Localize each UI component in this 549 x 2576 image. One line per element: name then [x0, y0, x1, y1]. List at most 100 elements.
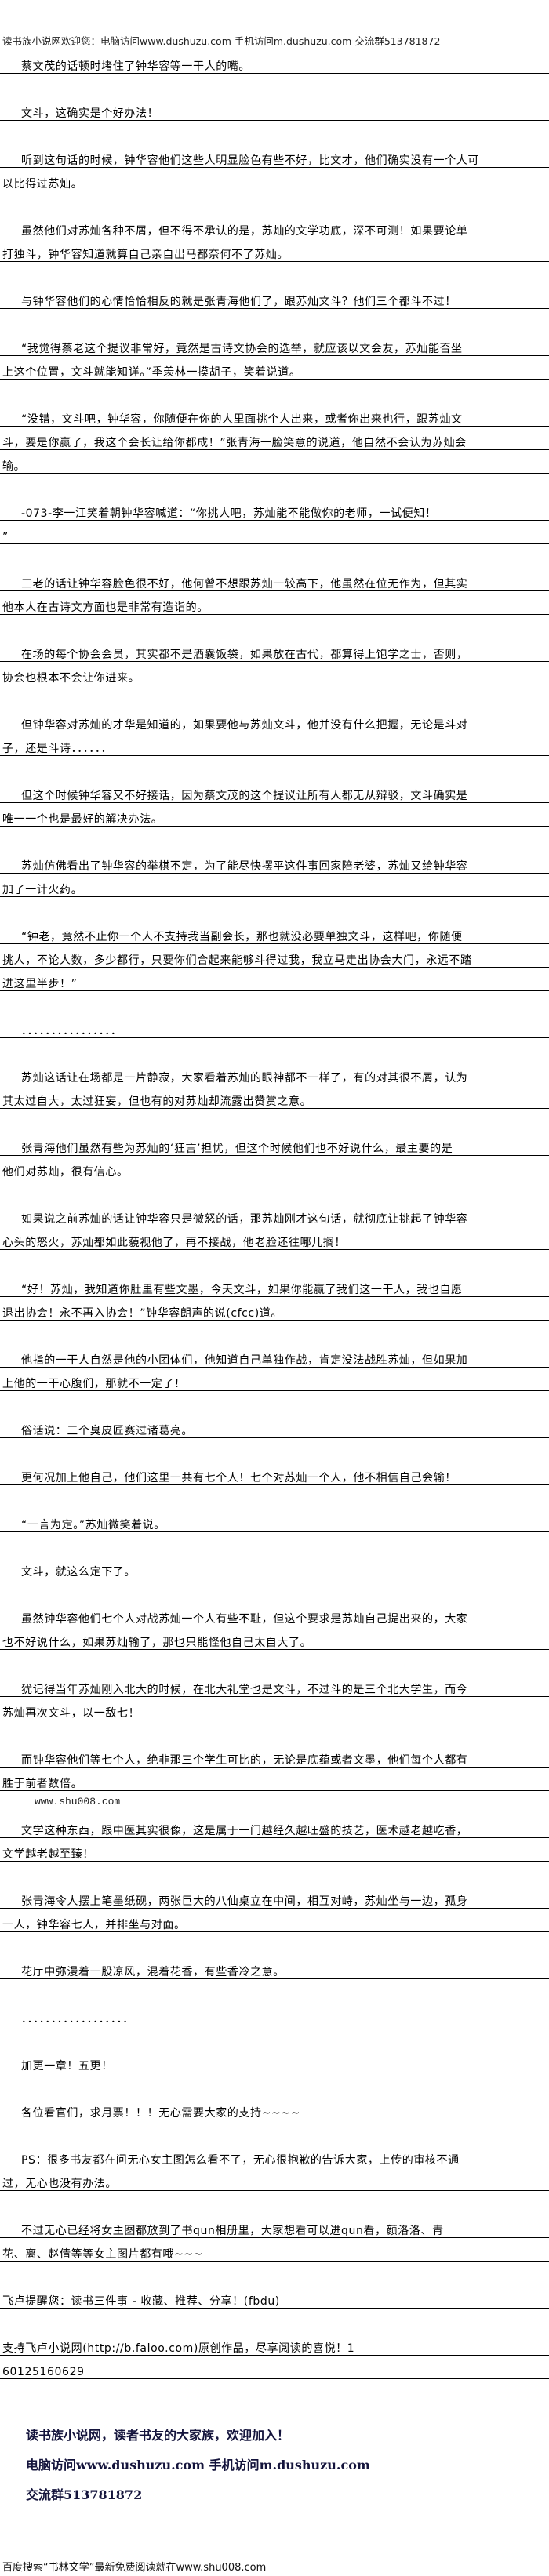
paragraph: 但这个时候钟华容又不好接话，因为蔡文茂的这个提议让所有人都无从辩驳，文斗确实是唯… [0, 779, 549, 827]
line-text: 犹记得当年苏灿刚入北大的时候，在北大礼堂也是文斗，不过斗的是三个北大学生，而今 [21, 1684, 468, 1696]
paragraph: “我觉得蔡老这个提议非常好，竟然是古诗文协会的选举，就应该以文会友，苏灿能否坐上… [0, 332, 549, 380]
line-text: 心头的怒火，苏灿都如此藐视他了，再不接战，他老脸还往哪儿搁！ [2, 1237, 346, 1249]
text-line: 苏灿这话让在场都是一片静寂，大家看着苏灿的眼神都不一样了，有的对其很不屑，认为 [0, 1062, 549, 1085]
line-text: 如果说之前苏灿的话让钟华容只是微怒的话，那苏灿刚才这句话，就彻底让挑起了钟华容 [21, 1213, 468, 1226]
text-line: 以比得过苏灿。 [0, 168, 549, 191]
text-line: 斗，要是你赢了，我这个会长让给你都成！”张青海一脸笑意的说道，他自然不会认为苏灿… [0, 427, 549, 450]
paragraph: ．．．．．．．．．．．．．．．． [0, 1015, 549, 1038]
line-text: -073-李一江笑着朝钟华容喊道：“你挑人吧，苏灿能不能做你的老师，一试便知！ [21, 507, 437, 520]
line-text: 支持飞卢小说网(http://b.faloo.com)原创作品，尽享阅读的喜悦！… [2, 2342, 355, 2355]
paragraph: 在场的每个协会会员，其实都不是酒囊饭袋，如果放在古代，都算得上饱学之士，否则，协… [0, 638, 549, 685]
line-text: 加更一章！五更！ [21, 2060, 113, 2073]
line-text: 胜于前者数倍。 [2, 1778, 83, 1790]
paragraph: 虽然钟华容他们七个人对战苏灿一个人有些不耻，但这个要求是苏灿自己提出来的，大家也… [0, 1603, 549, 1650]
line-text: 虽然他们对苏灿各种不屑，但不得不承认的是，苏灿的文学功底，深不可测！如果要论单 [21, 225, 468, 238]
text-line: “我觉得蔡老这个提议非常好，竟然是古诗文协会的选举，就应该以文会友，苏灿能否坐 [0, 332, 549, 356]
text-line: 但钟华容对苏灿的才华是知道的，如果要他与苏灿文斗，他并没有什么把握，无论是斗对 [0, 709, 549, 732]
text-line: 过，无心也没有办法。 [0, 2167, 549, 2191]
line-text: 上这个位置，文斗就能知详。”季羡林一摸胡子，笑着说道。 [2, 366, 301, 379]
text-line: 花、离、赵倩等等女主图片都有哦~~~ [0, 2238, 549, 2262]
line-text: 他指的一干人自然是他的小团体们，他知道自己单独作战，肯定没法战胜苏灿，但如果加 [21, 1354, 468, 1367]
text-line: 打独斗，钟华容知道就算自己亲自出马都奈何不了苏灿。 [0, 238, 549, 262]
text-line: 各位看官们，求月票！！！无心需要大家的支持~~~~ [0, 2097, 549, 2120]
text-line: 飞卢提醒您：读书三件事 - 收藏、推荐、分享！(fbdu) [0, 2285, 549, 2309]
text-line: 与钟华容他们的心情恰恰相反的就是张青海他们了，跟苏灿文斗？他们三个都斗不过！ [0, 285, 549, 309]
text-line: 支持飞卢小说网(http://b.faloo.com)原创作品，尽享阅读的喜悦！… [0, 2332, 549, 2356]
line-text: 更何况加上他自己，他们这里一共有七个人！七个对苏灿一个人，他不相信自己会输！ [21, 1472, 456, 1484]
line-text: 但钟华容对苏灿的才华是知道的，如果要他与苏灿文斗，他并没有什么把握，无论是斗对 [21, 719, 468, 732]
line-text: 文学越老越至臻！ [2, 1848, 94, 1861]
line-text: ．．．．．．．．．．．．．．．．．． [21, 2013, 134, 2026]
line-text: PS：很多书友都在问无心女主图怎么看不了，无心很抱歉的告诉大家，上传的审核不通 [21, 2154, 460, 2167]
line-text: 退出协会！永不再入协会！”钟华容朗声的说(cfcc)道。 [2, 1307, 282, 1320]
text-line: 一人，钟华容七人，并排坐与对面。 [0, 1909, 549, 1932]
text-line: 张青海他们虽然有些为苏灿的‘狂言’担忧，但这个时候他们也不好说什么，最主要的是 [0, 1132, 549, 1156]
baidu-search-hint: 百度搜索“书林文学”最新免费阅读就在www.shu008.com [2, 2562, 267, 2574]
paragraph: 俗话说：三个臭皮匠赛过诸葛亮。 [0, 1415, 549, 1438]
line-text: ” [2, 531, 9, 543]
text-line: 挑人，不论人数，多少都行，只要你们合起来能够斗得过我，我立马走出协会大门，永远不… [0, 944, 549, 968]
paragraph: 他指的一干人自然是他的小团体们，他知道自己单独作战，肯定没法战胜苏灿，但如果加上… [0, 1344, 549, 1391]
line-text: 加了一计火药。 [2, 884, 83, 896]
line-text: 文斗，这确实是个好办法！ [21, 107, 159, 120]
paragraph: 文斗，这确实是个好办法！ [0, 97, 549, 121]
text-line: 苏灿再次文斗，以一敌七！ [0, 1697, 549, 1720]
text-line: “钟老，竟然不止你一个人不支持我当副会长，那也就没必要单独文斗，这样吧，你随便 [0, 921, 549, 944]
line-text: 在场的每个协会会员，其实都不是酒囊饭袋，如果放在古代，都算得上饱学之士，否则， [21, 649, 468, 661]
line-text: “钟老，竟然不止你一个人不支持我当副会长，那也就没必要单独文斗，这样吧，你随便 [21, 931, 463, 943]
line-text: ．．．．．．．．．．．．．．．． [21, 1025, 122, 1037]
text-line: 花厅中弥漫着一股凉风，混着花香，有些香冷之意。 [0, 1956, 549, 1979]
paragraph: -073-李一江笑着朝钟华容喊道：“你挑人吧，苏灿能不能做你的老师，一试便知！ ” [0, 497, 549, 544]
line-text: 以比得过苏灿。 [2, 178, 83, 191]
paragraph: 蔡文茂的话顿时堵住了钟华容等一干人的嘴。 [0, 50, 549, 74]
text-line: 加更一章！五更！ [0, 2050, 549, 2073]
text-line: ” [0, 521, 549, 544]
line-text: “一言为定。”苏灿微笑着说。 [21, 1519, 165, 1531]
text-line: PS：很多书友都在问无心女主图怎么看不了，无心很抱歉的告诉大家，上传的审核不通 [0, 2144, 549, 2167]
line-text: 文斗，就这么定下了。 [21, 1566, 136, 1579]
text-line: 60125160629 [0, 2356, 549, 2379]
text-line: 唯一一个也是最好的解决办法。 [0, 803, 549, 827]
line-text: 斗，要是你赢了，我这个会长让给你都成！”张青海一脸笑意的说道，他自然不会认为苏灿… [2, 437, 467, 449]
text-line: ．．．．．．．．．．．．．．．．．． [0, 2003, 549, 2026]
paragraph: 苏灿这话让在场都是一片静寂，大家看着苏灿的眼神都不一样了，有的对其很不屑，认为其… [0, 1062, 549, 1109]
line-text: 过，无心也没有办法。 [2, 2178, 117, 2190]
paragraph: 苏灿仿佛看出了钟华容的举棋不定，为了能尽快摆平这件事回家陪老婆，苏灿又给钟华容加… [0, 850, 549, 897]
text-line: 但这个时候钟华容又不好接话，因为蔡文茂的这个提议让所有人都无从辩驳，文斗确实是 [0, 779, 549, 803]
paragraph: 而钟华容他们等七个人，绝非那三个学生可比的，无论是底蕴或者文墨，他们每个人都有胜… [0, 1744, 549, 1791]
paragraph: ．．．．．．．．．．．．．．．．．． [0, 2003, 549, 2026]
line-text: 上他的一干心腹们，那就不一定了！ [2, 1378, 186, 1390]
line-text: 一人，钟华容七人，并排坐与对面。 [2, 1919, 186, 1931]
footer-access-links: 电脑访问www.dushuzu.com 手机访问m.dushuzu.com [26, 2458, 370, 2472]
paragraph: 更何况加上他自己，他们这里一共有七个人！七个对苏灿一个人，他不相信自己会输！ [0, 1462, 549, 1485]
text-line: 不过无心已经将女主图都放到了书qun相册里，大家想看可以进qun看，颜洛洛、青 [0, 2214, 549, 2238]
paragraph: 不过无心已经将女主图都放到了书qun相册里，大家想看可以进qun看，颜洛洛、青花… [0, 2214, 549, 2262]
line-text: 子，还是斗诗．．．．．． [2, 743, 113, 755]
line-text: 60125160629 [2, 2366, 85, 2378]
text-line: 也不好说什么，如果苏灿输了，那也只能怪他自己太自大了。 [0, 1626, 549, 1650]
chapter-content: 蔡文茂的话顿时堵住了钟华容等一干人的嘴。文斗，这确实是个好办法！ 听到这句话的时候… [0, 50, 549, 2379]
text-line: “没错，文斗吧，钟华容，你随便在你的人里面挑个人出来，或者你出来也行，跟苏灿文 [0, 403, 549, 427]
paragraph: “一言为定。”苏灿微笑着说。 [0, 1509, 549, 1532]
line-text: 唯一一个也是最好的解决办法。 [2, 813, 163, 826]
text-line: 文斗，这确实是个好办法！ [0, 97, 549, 121]
text-line: 张青海令人摆上笔墨纸砚，两张巨大的八仙桌立在中间，相互对峙，苏灿坐与一边，孤身 [0, 1885, 549, 1909]
line-text: 文学这种东西，跟中医其实很像，这是属于一门越经久越旺盛的技艺，医术越老越吃香， [21, 1825, 468, 1837]
paragraph: “没错，文斗吧，钟华容，你随便在你的人里面挑个人出来，或者你出来也行，跟苏灿文斗… [0, 403, 549, 474]
text-line: 虽然他们对苏灿各种不屑，但不得不承认的是，苏灿的文学功底，深不可测！如果要论单 [0, 215, 549, 238]
paragraph: 听到这句话的时候，钟华容他们这些人明显脸色有些不好，比文才，他们确实没有一个人可… [0, 144, 549, 191]
paragraph: 三老的话让钟华容脸色很不好，他何曾不想跟苏灿一较高下，他虽然在位无作为，但其实他… [0, 568, 549, 615]
paragraph: 张青海他们虽然有些为苏灿的‘狂言’担忧，但这个时候他们也不好说什么，最主要的是他… [0, 1132, 549, 1179]
text-line: 听到这句话的时候，钟华容他们这些人明显脸色有些不好，比文才，他们确实没有一个人可 [0, 144, 549, 168]
line-text: 与钟华容他们的心情恰恰相反的就是张青海他们了，跟苏灿文斗？他们三个都斗不过！ [21, 296, 456, 308]
text-line: 文斗，就这么定下了。 [0, 1556, 549, 1579]
line-text: “我觉得蔡老这个提议非常好，竟然是古诗文协会的选举，就应该以文会友，苏灿能否坐 [21, 343, 463, 355]
footer-welcome: 读书族小说网，读者书友的大家族，欢迎加入！ [26, 2428, 290, 2443]
line-text: 各位看官们，求月票！！！无心需要大家的支持~~~~ [21, 2107, 300, 2120]
line-text: “没错，文斗吧，钟华容，你随便在你的人里面挑个人出来，或者你出来也行，跟苏灿文 [21, 413, 463, 426]
line-text: “好！苏灿，我知道你肚里有些文墨，今天文斗，如果你能赢了我们这一干人，我也自愿 [21, 1284, 463, 1296]
line-text: 输。 [2, 460, 26, 473]
text-line: 加了一计火药。 [0, 874, 549, 897]
text-line: 俗话说：三个臭皮匠赛过诸葛亮。 [0, 1415, 549, 1438]
text-line: 文学越老越至臻！ [0, 1838, 549, 1862]
